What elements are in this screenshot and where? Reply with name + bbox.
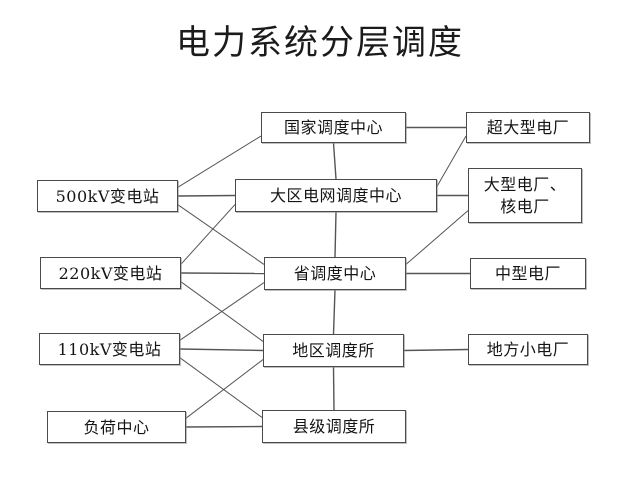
edge-district-to-county — [332, 366, 335, 411]
edge-load-to-county — [185, 425, 263, 428]
node-220kv[interactable]: 220kV变电站 — [40, 257, 181, 289]
node-500kv[interactable]: 500kV变电站 — [37, 180, 178, 212]
node-110kv[interactable]: 110kV变电站 — [39, 333, 180, 365]
edge-province-to-bigplant — [405, 210, 469, 265]
edge-500kv-to-state — [177, 135, 262, 188]
edge-region-to-province — [334, 211, 337, 258]
node-superplant[interactable]: 超大型电厂 — [466, 112, 590, 143]
edge-province-to-district — [332, 289, 336, 335]
node-smallplant[interactable]: 地方小电厂 — [468, 334, 588, 365]
node-county[interactable]: 县级调度所 — [262, 410, 406, 443]
edge-110kv-to-district — [179, 348, 264, 352]
edge-220kv-to-region — [180, 204, 236, 265]
node-province[interactable]: 省调度中心 — [264, 257, 406, 290]
edge-district-to-smallplant — [403, 348, 469, 352]
edge-500kv-to-region — [177, 194, 236, 197]
node-state[interactable]: 国家调度中心 — [261, 112, 406, 143]
edge-500kv-to-province — [177, 204, 265, 265]
node-region[interactable]: 大区电网调度中心 — [235, 179, 437, 212]
node-district[interactable]: 地区调度所 — [263, 334, 404, 367]
edge-220kv-to-province — [180, 272, 265, 275]
edge-110kv-to-county — [179, 357, 263, 418]
node-load[interactable]: 负荷中心 — [47, 411, 186, 443]
page-title: 电力系统分层调度 — [176, 23, 464, 63]
node-midplant[interactable]: 中型电厂 — [470, 258, 586, 289]
edge-region-to-superplant — [436, 135, 467, 187]
edge-110kv-to-province — [179, 282, 265, 341]
edge-load-to-district — [185, 359, 264, 419]
edge-state-to-region — [332, 142, 337, 180]
node-bigplant[interactable]: 大型电厂、 核电厂 — [468, 168, 582, 223]
